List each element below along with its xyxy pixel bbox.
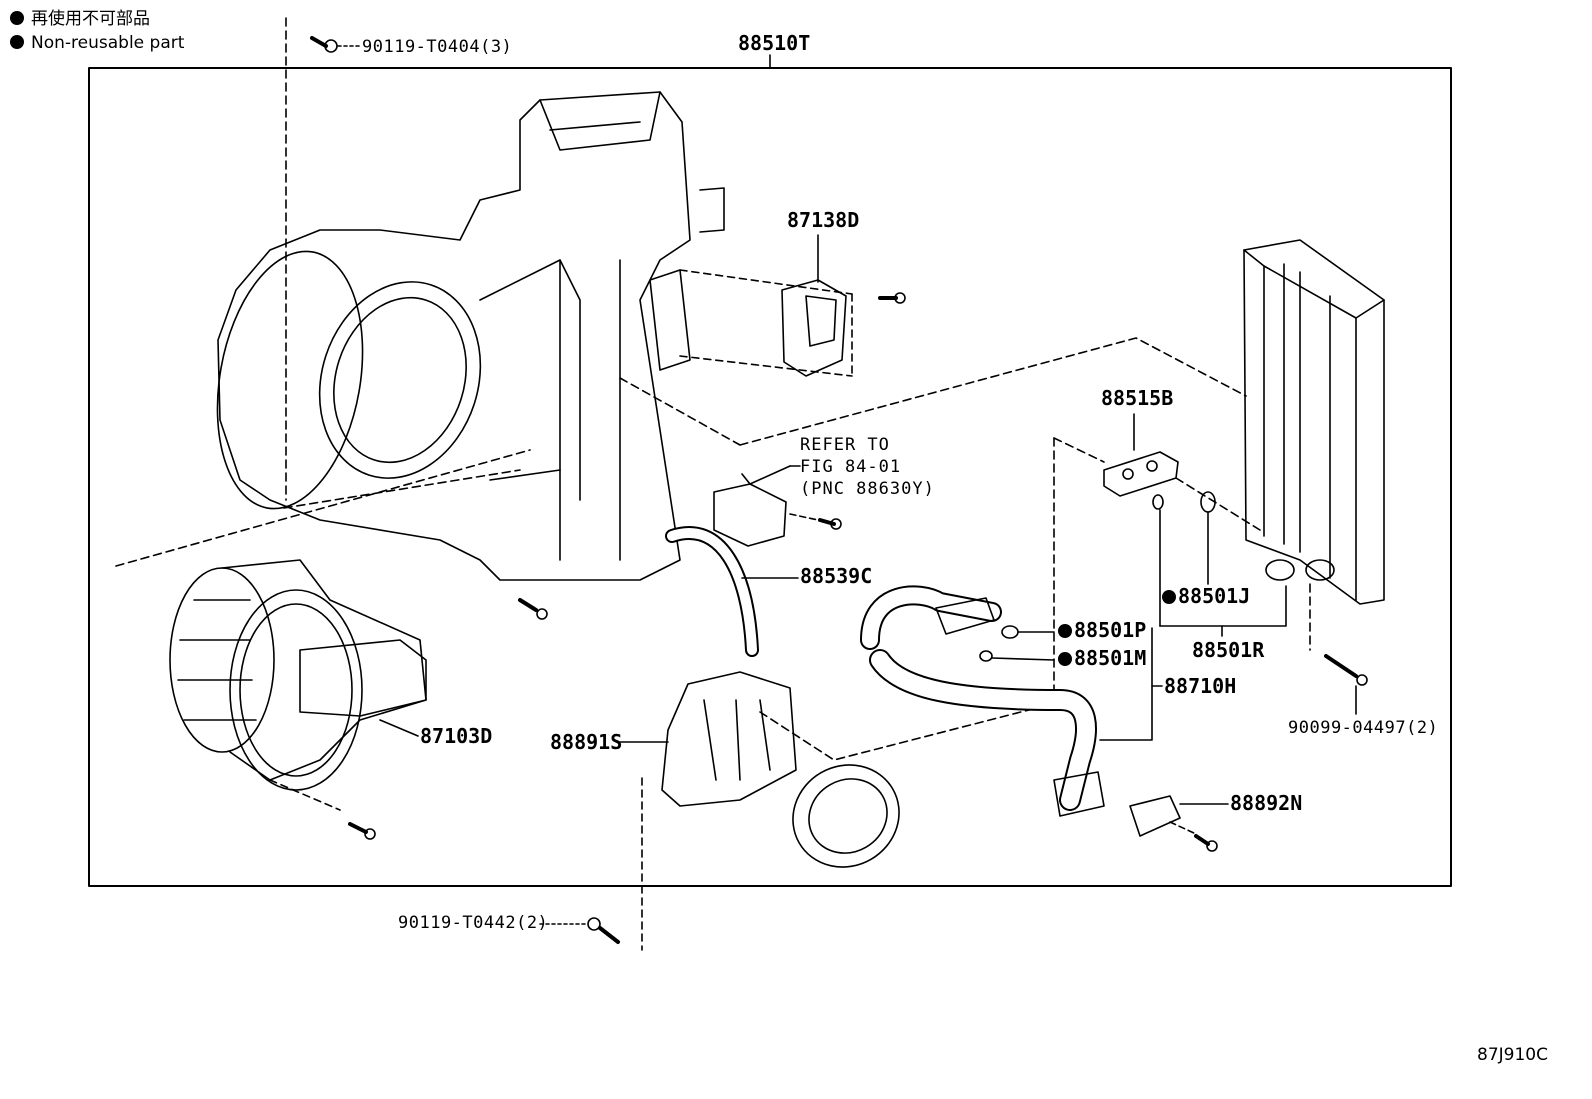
legend-en: Non-reusable part — [10, 32, 184, 54]
dash-guides — [115, 337, 1247, 567]
refrigerant-tube-icon — [860, 585, 1163, 817]
label-88501M[interactable]: 88501M — [1058, 648, 1146, 668]
refer-part-icon — [713, 465, 842, 547]
hose-icon — [665, 526, 799, 657]
refer-line-2[interactable]: FIG 84-01 — [800, 457, 902, 477]
non-reusable-dot-icon — [10, 35, 24, 49]
bolt-bottom-icon — [539, 917, 620, 944]
illustration-code: 87J910C — [1477, 1045, 1548, 1065]
expansion-valve-icon — [1053, 413, 1261, 701]
o-ring-icons — [979, 491, 1287, 662]
refer-line-3[interactable]: (PNC 88630Y) — [800, 479, 935, 499]
seal-ring-icon — [792, 764, 900, 868]
label-87103D[interactable]: 87103D — [420, 724, 493, 748]
label-88539C[interactable]: 88539C — [800, 564, 873, 588]
label-90119-T0442[interactable]: 90119-T0442(2) — [398, 913, 549, 933]
heater-core-icon — [1243, 239, 1385, 715]
label-88501P[interactable]: 88501P — [1058, 620, 1146, 640]
label-90099-04497[interactable]: 90099-04497(2) — [1288, 718, 1439, 738]
refer-line-1[interactable]: REFER TO — [800, 435, 890, 455]
resistor-icon — [679, 234, 906, 377]
label-90119-T0404[interactable]: 90119-T0404(3) — [362, 37, 513, 57]
non-reusable-dot-icon — [10, 11, 24, 25]
label-88710H[interactable]: 88710H — [1164, 674, 1237, 698]
label-88501R[interactable]: 88501R — [1192, 638, 1265, 662]
label-88515B[interactable]: 88515B — [1101, 386, 1174, 410]
legend-jp-text: 再使用不可部品 — [31, 9, 150, 29]
legend-en-text: Non-reusable part — [31, 33, 185, 53]
legend-jp: 再使用不可部品 — [10, 8, 150, 30]
label-88892N[interactable]: 88892N — [1230, 791, 1303, 815]
label-87138D[interactable]: 87138D — [787, 208, 860, 232]
case-icon — [619, 671, 1053, 951]
label-88891S[interactable]: 88891S — [550, 730, 623, 754]
label-88501J[interactable]: 88501J — [1162, 586, 1250, 606]
assembly-frame — [88, 67, 1452, 887]
clamp-icon — [1129, 795, 1229, 852]
label-88510T[interactable]: 88510T — [738, 31, 811, 55]
blower-housing-icon — [216, 91, 725, 581]
blower-motor-icon — [169, 559, 548, 840]
bolt-top-icon — [310, 36, 361, 53]
